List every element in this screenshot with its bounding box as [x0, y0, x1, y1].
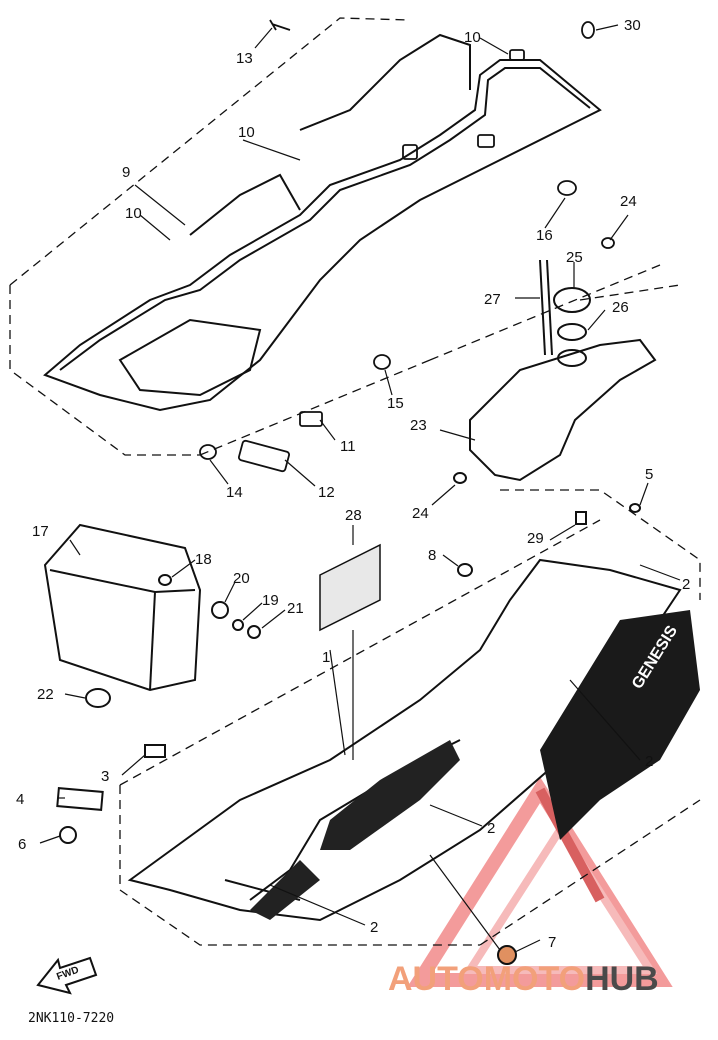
- callout-26: 26: [612, 299, 629, 316]
- callout-20: 20: [233, 570, 250, 587]
- callout-10: 10: [125, 205, 142, 222]
- assembly-dashed-outlines: [9, 17, 701, 946]
- side-decal-part: GENESIS: [250, 610, 700, 920]
- watermark-text: AUTOMOTOHUB: [388, 960, 659, 998]
- callout-11: 11: [340, 438, 356, 455]
- callout-5: 5: [645, 466, 653, 483]
- upper-small-parts: [199, 19, 615, 473]
- callout-27: 27: [484, 291, 501, 308]
- label-sheet-part: [319, 543, 381, 632]
- callout-13: 13: [236, 50, 253, 67]
- callout-2: 2: [645, 753, 653, 770]
- callout-24: 24: [620, 193, 637, 210]
- callout-19: 19: [262, 592, 279, 609]
- callout-22: 22: [37, 686, 54, 703]
- callout-labels: 30 13 10 10 9 10 24 25 16 27 26 15 23 11…: [16, 17, 690, 951]
- battery-box-part: [43, 523, 261, 708]
- callout-29: 29: [527, 530, 544, 547]
- callout-2: 2: [370, 919, 378, 936]
- callout-21: 21: [287, 600, 304, 617]
- callout-2: 2: [682, 576, 690, 593]
- callout-12: 12: [318, 484, 335, 501]
- callout-25: 25: [566, 249, 583, 266]
- seat-cowling-part: [43, 33, 602, 412]
- callout-7: 7: [548, 934, 556, 951]
- fwd-arrow-icon: FWD: [36, 956, 98, 995]
- callout-28: 28: [345, 507, 362, 524]
- callout-1: 1: [322, 649, 330, 666]
- leader-lines: [39, 24, 681, 953]
- tail-piece-part: [453, 259, 657, 484]
- watermark-part1: AUTOMOTO: [388, 960, 585, 998]
- callout-15: 15: [387, 395, 404, 412]
- watermark-part2: HUB: [585, 960, 659, 998]
- callout-17: 17: [32, 523, 49, 540]
- callout-23: 23: [410, 417, 427, 434]
- callout-24: 24: [412, 505, 429, 522]
- watermark-logo-icon: [407, 776, 673, 987]
- callout-6: 6: [18, 836, 26, 853]
- callout-3: 3: [101, 768, 109, 785]
- side-cover-part: [56, 503, 682, 965]
- callout-30: 30: [624, 17, 641, 34]
- callout-2: 2: [487, 820, 495, 837]
- callout-8: 8: [428, 547, 436, 564]
- callout-18: 18: [195, 551, 212, 568]
- callout-4: 4: [16, 791, 24, 808]
- callout-10: 10: [464, 29, 481, 46]
- callout-10: 10: [238, 124, 255, 141]
- drawing-code: 2NK110-7220: [28, 1011, 114, 1026]
- callout-9: 9: [122, 164, 130, 181]
- callout-16: 16: [536, 227, 553, 244]
- callout-14: 14: [226, 484, 243, 501]
